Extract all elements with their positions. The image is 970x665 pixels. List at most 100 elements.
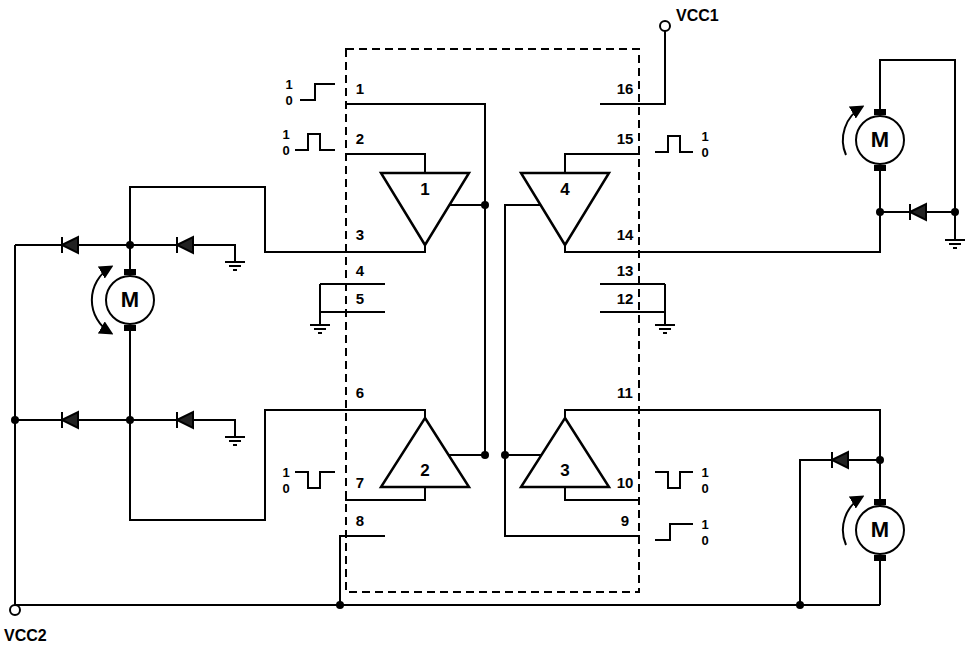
pin-number: 7 (356, 475, 364, 490)
logic-level: 1 (285, 78, 292, 91)
pin-number: 13 (617, 263, 634, 278)
signal-wire (565, 165, 880, 252)
logic-level: 1 (282, 466, 289, 479)
buffer-number: 2 (420, 462, 429, 479)
circuit-part (62, 237, 78, 253)
pin-number: 12 (617, 291, 634, 306)
driver-buffer: 2 (380, 418, 470, 488)
circuit-part (345, 154, 425, 172)
circuit-part (10, 605, 20, 615)
pin-number: 16 (617, 81, 634, 96)
circuit-part (345, 488, 425, 500)
circuit-part (481, 451, 489, 459)
circuit-part (177, 237, 193, 253)
circuit-part (310, 325, 330, 333)
circuit-part (62, 412, 78, 428)
circuit-part (910, 204, 926, 220)
pin-number: 4 (356, 263, 364, 278)
circuit-part (655, 325, 675, 333)
circuit-part (336, 601, 344, 609)
circuit-part (295, 134, 335, 150)
buffer-number: 4 (560, 181, 569, 198)
pin-number: 9 (621, 513, 629, 528)
circuit-part (565, 488, 640, 500)
motor-brushes (124, 109, 886, 561)
circuit-part (15, 245, 235, 262)
signal-wire (130, 187, 425, 275)
circuit-part (225, 437, 245, 445)
circuit-part (655, 524, 693, 540)
signal-wire (130, 325, 425, 520)
motor-label: M (871, 519, 889, 541)
logic-level: 0 (701, 146, 708, 159)
pin-number: 1 (356, 81, 364, 96)
logic-level: 1 (701, 518, 708, 531)
driver-buffer: 1 (380, 172, 470, 245)
logic-level: 0 (285, 94, 292, 107)
motor-symbol: M (855, 505, 905, 555)
circuit-part (449, 454, 485, 456)
logic-level: 1 (282, 128, 289, 141)
supply-label: VCC2 (4, 628, 47, 644)
circuit-part (505, 205, 640, 536)
logic-level: 1 (701, 130, 708, 143)
circuit-part (295, 472, 335, 488)
circuit-part (300, 84, 335, 100)
circuit-part (505, 454, 541, 456)
circuit-part (945, 240, 965, 248)
motor-symbol: M (105, 275, 155, 325)
circuit-part (655, 136, 693, 152)
circuit-part (832, 452, 848, 468)
buffer-number: 3 (560, 462, 569, 479)
logic-level: 0 (282, 144, 289, 157)
buffer-number: 1 (420, 181, 429, 198)
logic-level: 0 (701, 534, 708, 547)
motor-label: M (871, 129, 889, 151)
circuit-part (176, 237, 178, 253)
pin-number: 2 (356, 131, 364, 146)
circuit-part (655, 472, 693, 488)
circuit-part (879, 555, 881, 605)
pin-number: 5 (356, 291, 364, 306)
circuit-part (874, 555, 886, 561)
driver-buffer: 4 (520, 172, 610, 245)
buffer-outline (381, 173, 469, 245)
wires (15, 31, 965, 605)
circuit-part (796, 601, 804, 609)
circuit-part (951, 208, 959, 216)
buffer-outline (381, 418, 469, 487)
pin-number: 3 (356, 227, 364, 242)
circuit-part (320, 284, 385, 325)
diodes (62, 204, 926, 468)
circuit-part (61, 237, 63, 253)
buffer-outline (521, 418, 609, 487)
circuit-part (345, 104, 485, 455)
pin-number: 11 (617, 385, 633, 400)
circuit-part (15, 245, 880, 605)
circuit-part (225, 262, 245, 270)
supply-label: VCC1 (676, 8, 719, 24)
circuit-part (450, 204, 485, 206)
motor-label: M (121, 289, 139, 311)
pin-number: 6 (356, 385, 364, 400)
circuit-part (909, 204, 911, 220)
circuit-part (15, 420, 235, 437)
circuit-part (11, 416, 19, 424)
driver-buffer: 3 (520, 418, 610, 488)
ic-border (346, 49, 639, 592)
pin-number: 8 (356, 513, 364, 528)
motor-symbol: M (855, 115, 905, 165)
circuit-part (61, 412, 63, 428)
logic-level: 1 (701, 466, 708, 479)
terminals (10, 21, 670, 615)
circuit-part (600, 284, 665, 325)
circuit-part (177, 412, 193, 428)
circuit-part (176, 412, 178, 428)
junction-dots (11, 201, 959, 609)
driver-ic-package: 123456789101112131415161423 (345, 48, 640, 593)
ic-outline (345, 48, 640, 593)
circuit-part (501, 451, 509, 459)
